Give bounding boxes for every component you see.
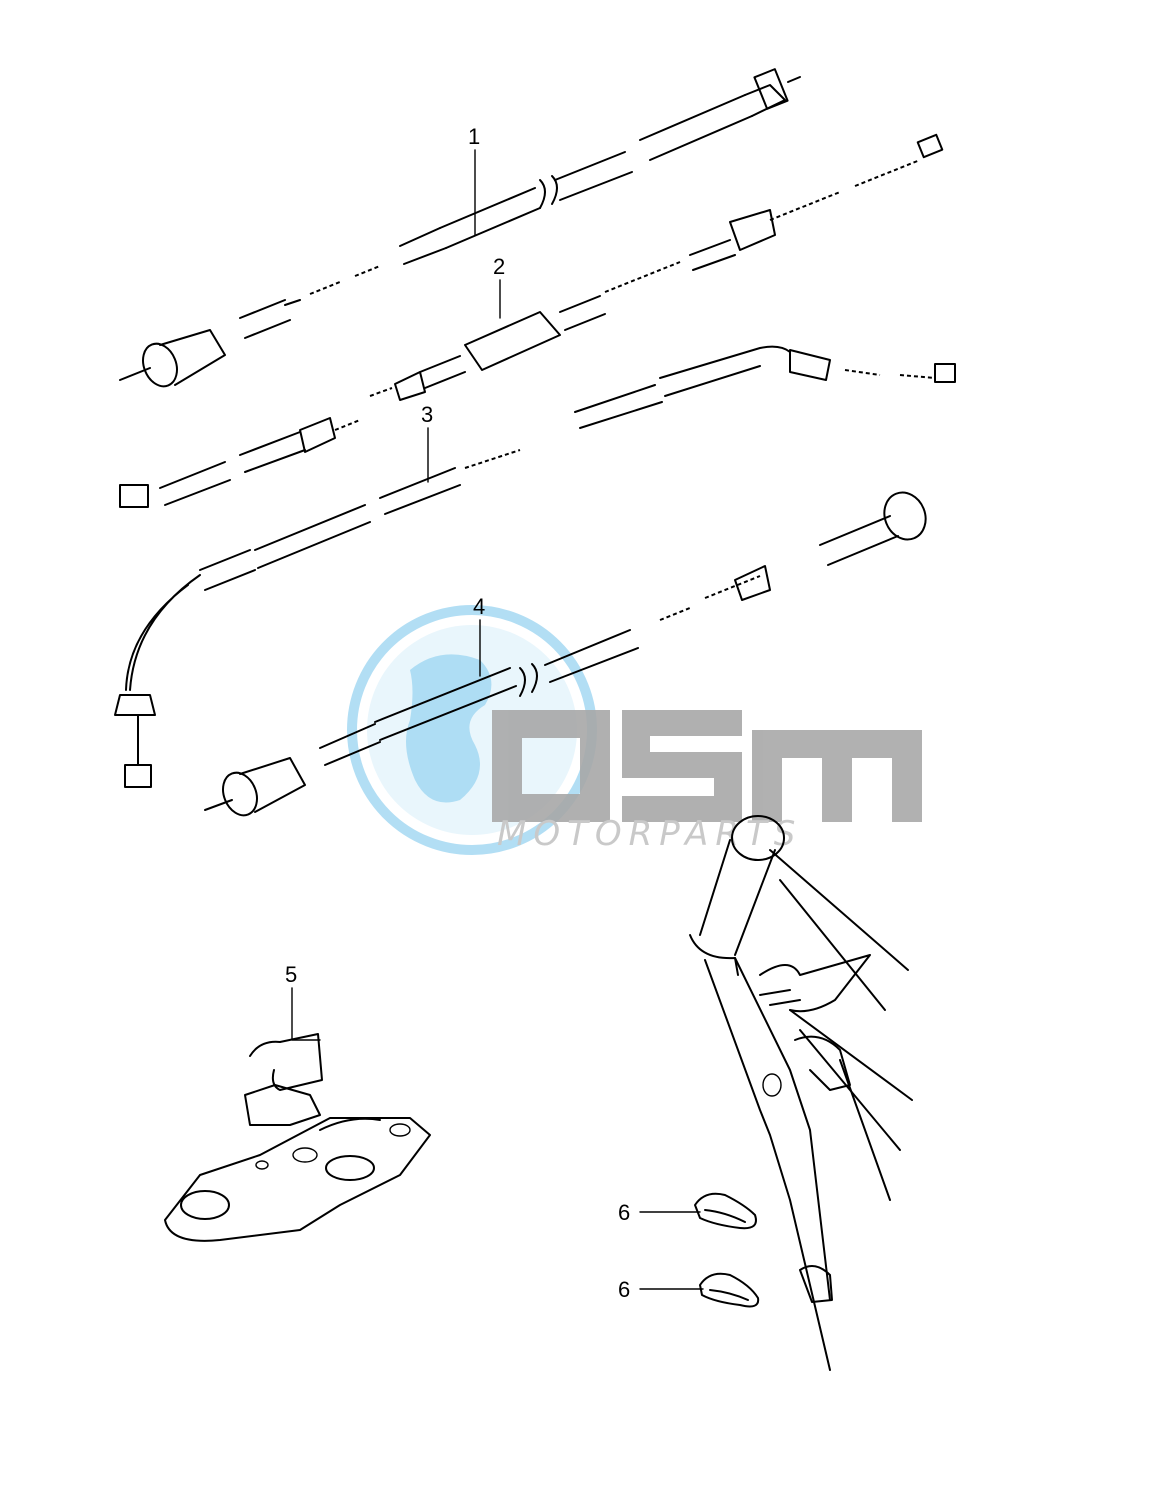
callouts: 1 2 3 4 5 6 6 — [285, 124, 630, 1302]
cable-4-tachometer — [204, 491, 927, 817]
watermark: MOTORPARTS — [347, 605, 922, 855]
callout-4: 4 — [473, 594, 485, 619]
callout-6b: 6 — [618, 1277, 630, 1302]
cable-2-throttle — [369, 133, 944, 401]
part-5-cable-guide — [164, 1033, 431, 1242]
cable-1-speedometer — [119, 68, 801, 388]
frame-section — [689, 815, 913, 1371]
oem-logo-icon — [492, 710, 922, 822]
leader-lines — [291, 149, 704, 1290]
callout-5: 5 — [285, 962, 297, 987]
callout-6a: 6 — [618, 1200, 630, 1225]
callout-1: 1 — [468, 124, 480, 149]
callout-2: 2 — [493, 254, 505, 279]
part-6-clamps — [694, 1192, 760, 1308]
watermark-subtitle: MOTORPARTS — [497, 814, 802, 854]
callout-3: 3 — [421, 402, 433, 427]
cable-3-clutch — [114, 345, 956, 788]
leader-line-5 — [291, 987, 321, 1041]
